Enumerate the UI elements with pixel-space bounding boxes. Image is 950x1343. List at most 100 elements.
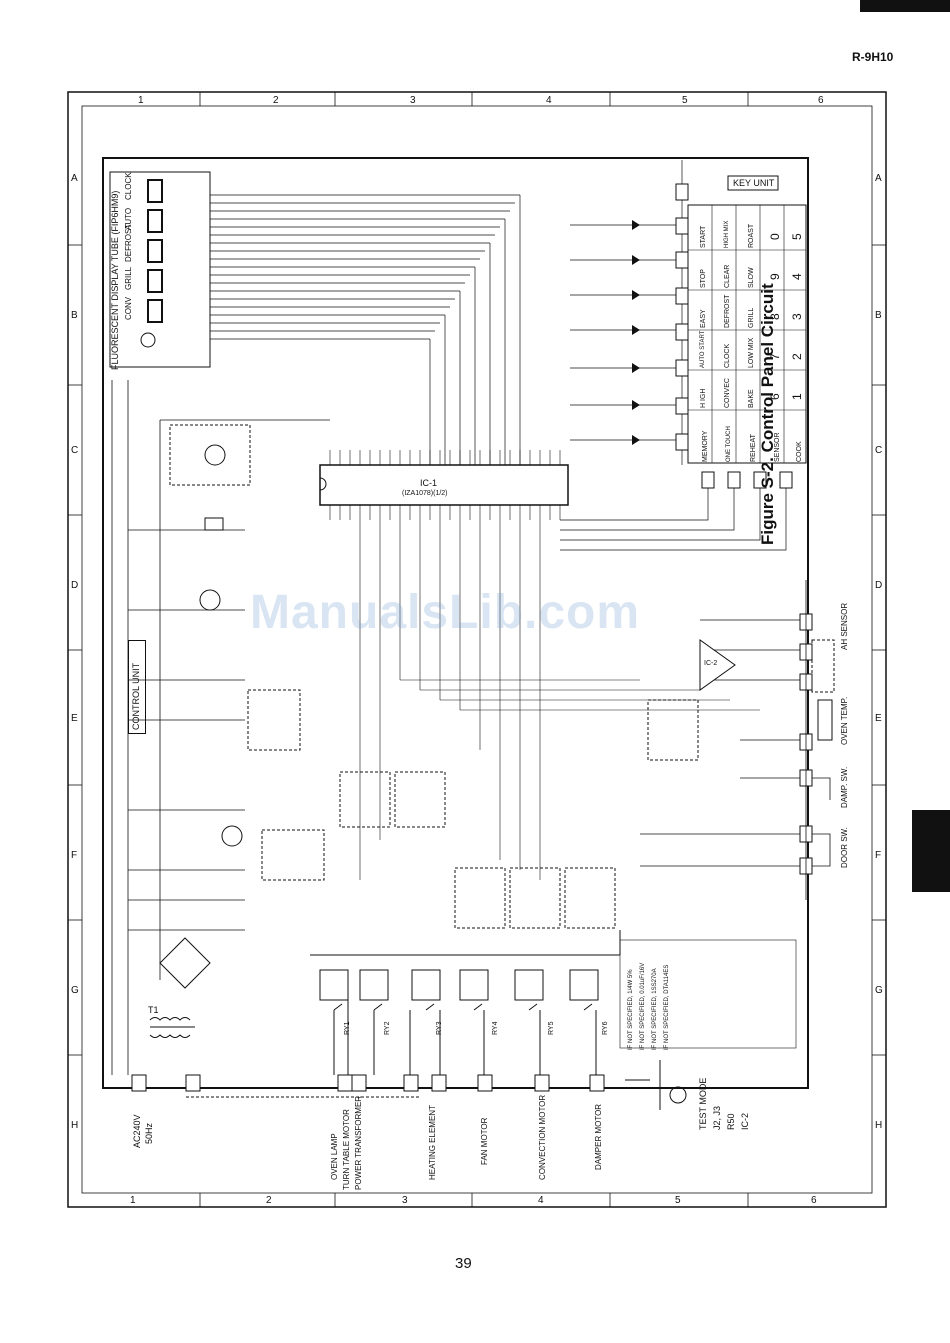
col-label-3-bottom: 3 xyxy=(402,1195,408,1206)
display-fan-symbol xyxy=(140,332,156,348)
row-label-f: F xyxy=(71,850,78,861)
key-7: 7 xyxy=(768,353,782,360)
row-label-g-right: G xyxy=(875,985,883,996)
figure-title: Figure S-2. Control Panel Circuit xyxy=(758,283,777,545)
row-label-h-right: H xyxy=(875,1120,883,1131)
ac-frequency-label: 50Hz xyxy=(144,1122,154,1144)
note-resistor: IF NOT SPECIFIED, 1/4W 5% xyxy=(628,969,634,1050)
row-label-e: E xyxy=(71,713,78,724)
key-reheat: REHEAT xyxy=(750,434,757,462)
load-damper-motor: DAMPER MOTOR xyxy=(594,1103,603,1170)
load-oven-lamp: OVEN LAMP xyxy=(330,1133,339,1180)
key-bake: BAKE xyxy=(748,389,755,408)
row-label-c: C xyxy=(71,445,79,456)
key-6: 6 xyxy=(768,393,782,400)
relay-6-label: RY6 xyxy=(602,1021,609,1036)
key-stop: STOP xyxy=(700,269,707,288)
col-label-4-bottom: 4 xyxy=(538,1195,544,1206)
relay-3-label: RY3 xyxy=(436,1021,443,1036)
ic1-pins xyxy=(329,450,561,520)
key-roast: ROAST xyxy=(748,223,755,248)
ah-sensor-box xyxy=(811,639,835,693)
relay-1-label: RY1 xyxy=(344,1021,351,1036)
control-unit-label: CONTROL UNIT xyxy=(131,662,141,730)
key-4: 4 xyxy=(790,273,804,280)
col-label-2-bottom: 2 xyxy=(266,1195,272,1206)
col-label-2: 2 xyxy=(273,95,279,106)
oven-temp-thermistor xyxy=(817,699,833,741)
key-auto-start: AUTO START xyxy=(700,330,706,368)
load-heating-element: HEATING ELEMENT xyxy=(428,1105,437,1180)
key-high: H IGH xyxy=(700,388,707,408)
col-label-3: 3 xyxy=(410,95,416,106)
display-seg-grill: GRILL xyxy=(124,266,133,290)
row-label-a: A xyxy=(71,173,78,184)
key-clear: CLEAR xyxy=(724,264,731,288)
row-label-c-right: C xyxy=(875,445,883,456)
row-label-a-right: A xyxy=(875,173,882,184)
key-scan-lines xyxy=(570,160,688,465)
left-transistors xyxy=(199,444,243,847)
load-power-transformer: POWER TRANSFORMER xyxy=(354,1095,363,1190)
ic2-opamp xyxy=(699,639,736,691)
key-9: 9 xyxy=(768,273,782,280)
col-label-1-bottom: 1 xyxy=(130,1195,136,1206)
key-defrost: DEFROST xyxy=(724,294,731,328)
buzzer-driver-box xyxy=(169,424,251,486)
row-label-d-right: D xyxy=(875,580,883,591)
key-grill: GRILL xyxy=(748,307,755,328)
key-one-touch: ONE TOUCH xyxy=(726,426,732,462)
notes-box xyxy=(619,939,797,1049)
inner-frame xyxy=(81,105,873,1194)
model-number: R-9H10 xyxy=(852,50,894,64)
key-0: 0 xyxy=(768,233,782,240)
bridge-rectifier xyxy=(159,937,211,989)
test-mode-resistor: R50 xyxy=(726,1113,736,1130)
row-label-b-right: B xyxy=(875,310,882,321)
note-transistor: IF NOT SPECIFIED, DTA114ES xyxy=(664,964,670,1050)
ic1-part: (IZA1078)(1/2) xyxy=(402,490,448,497)
load-convection-motor: CONVECTION MOTOR xyxy=(538,1094,547,1180)
key-low-mix: LOW MIX xyxy=(748,337,755,368)
display-bus xyxy=(210,194,521,465)
display-seg-conv: CONV xyxy=(124,296,133,320)
note-capacitor: IF NOT SPECIFIED, 0.01uF/16V xyxy=(640,962,646,1050)
top-black-bar xyxy=(860,0,950,12)
sensor-wiring xyxy=(640,580,831,900)
key-connectors xyxy=(675,183,793,489)
row-label-h: H xyxy=(71,1120,79,1131)
key-cook: COOK xyxy=(796,441,803,462)
load-fan-motor: FAN MOTOR xyxy=(480,1117,489,1165)
ah-sensor-label: AH SENSOR xyxy=(840,602,849,650)
key-5: 5 xyxy=(790,233,804,240)
relay-4-label: RY4 xyxy=(492,1021,499,1036)
outer-frame xyxy=(67,91,887,1208)
col-label-1: 1 xyxy=(138,95,144,106)
row-label-g: G xyxy=(71,985,79,996)
ic2-label: IC-2 xyxy=(704,660,718,667)
ac-supply-label: AC240V xyxy=(132,1114,142,1148)
key-matrix-grid xyxy=(688,205,806,463)
relay-rail xyxy=(310,930,621,956)
row-label-e-right: E xyxy=(875,713,882,724)
key-8: 8 xyxy=(768,313,782,320)
row-label-d: D xyxy=(71,580,79,591)
col-label-5-bottom: 5 xyxy=(675,1195,681,1206)
key-unit-title: KEY UNIT xyxy=(733,178,775,188)
key-return-lines xyxy=(560,488,787,551)
buzzer xyxy=(204,517,224,531)
col-label-6: 6 xyxy=(818,95,824,106)
watermark: ManualsLib.com xyxy=(250,586,641,639)
page-number: 39 xyxy=(455,1255,472,1272)
transformer-label: T1 xyxy=(148,1005,159,1015)
key-sensor: SENSOR xyxy=(774,432,781,462)
power-transformer xyxy=(149,1017,195,1038)
lower-bus xyxy=(359,520,760,880)
display-tube xyxy=(109,171,211,368)
ic1-body xyxy=(319,464,569,506)
key-2: 2 xyxy=(790,353,804,360)
relay-2-label: RY2 xyxy=(384,1021,391,1036)
key-diodes xyxy=(632,220,640,445)
key-high-mix: HIGH MIX xyxy=(724,220,730,248)
